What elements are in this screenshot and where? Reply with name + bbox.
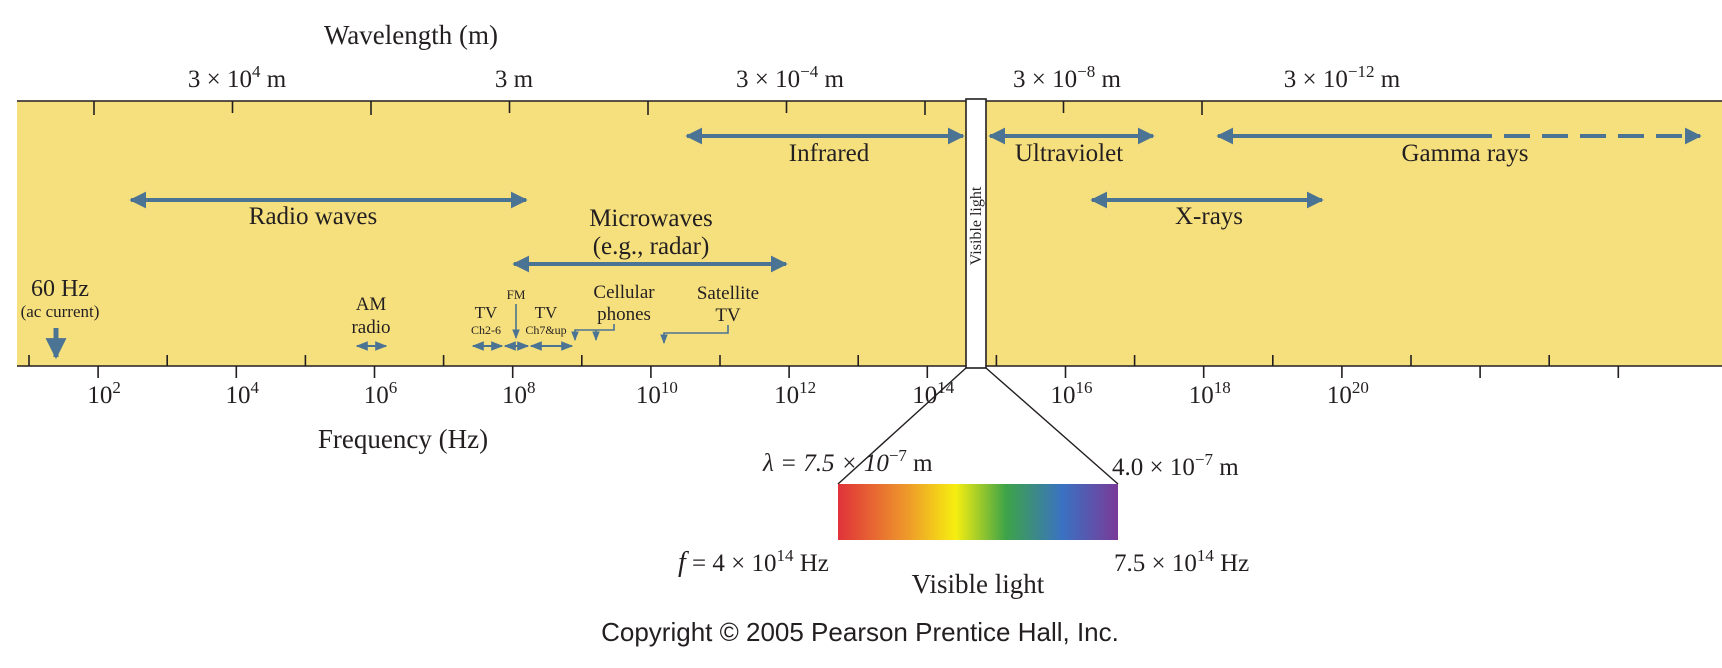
zoom-line-right: [985, 367, 1119, 485]
tv-low-channels: Ch2-6: [471, 323, 501, 337]
frequency-label: 1014: [912, 378, 955, 409]
freq-red-label: f = 4 × 1014 Hz: [678, 546, 829, 578]
frequency-label: 102: [87, 378, 121, 409]
zoom-line-left: [837, 367, 967, 485]
copyright: Copyright © 2005 Pearson Prentice Hall, …: [601, 617, 1119, 647]
frequency-labels: 102 104 106 108 1010 1012 1014 1016 1018 1020: [87, 378, 1369, 409]
xrays-label: X-rays: [1175, 203, 1243, 230]
wavelength-mark-5: 3 × 10−12 m: [1284, 62, 1401, 93]
spectrum-band: [17, 101, 1722, 366]
satellite-pointer: [660, 325, 729, 344]
cellular-pointer: [571, 324, 615, 341]
satellite-label: Satellite: [697, 283, 759, 304]
visible-caption: Visible light: [912, 569, 1045, 599]
am-sublabel: radio: [351, 317, 390, 338]
visible-spectrum-bar: [838, 484, 1118, 540]
visible-window: [965, 98, 987, 369]
satellite-sublabel: TV: [715, 305, 741, 326]
frequency-ticks: [28, 355, 1620, 378]
microwaves-sublabel: (e.g., radar): [593, 233, 710, 260]
frequency-title: Frequency (Hz): [318, 424, 488, 454]
wavelength-ticks: [93, 101, 1203, 115]
frequency-label: 106: [364, 378, 398, 409]
hz60-label: 60 Hz: [31, 276, 89, 302]
cellular-label: Cellular: [593, 282, 655, 303]
tv-high-channels: Ch7&up: [525, 323, 566, 337]
radio-label: Radio waves: [249, 203, 377, 230]
ac-current-label: (ac current): [21, 302, 100, 321]
cellular-sublabel: phones: [597, 304, 651, 325]
lambda-red-label: λ = 7.5 × 10−7 m: [762, 446, 933, 477]
wavelength-mark-2: 3 m: [495, 66, 534, 93]
frequency-label: 104: [226, 378, 260, 409]
frequency-label: 1012: [774, 378, 816, 409]
frequency-label: 1010: [636, 378, 678, 409]
ultraviolet-label: Ultraviolet: [1015, 140, 1123, 167]
tv-high-label: TV: [535, 303, 558, 322]
frequency-label: 1020: [1327, 378, 1369, 409]
gamma-label: Gamma rays: [1401, 140, 1528, 167]
visible-vertical-label: Visible light: [968, 186, 985, 265]
wavelength-title: Wavelength (m): [324, 20, 498, 50]
frequency-label: 108: [502, 378, 536, 409]
infrared-label: Infrared: [789, 140, 870, 167]
frequency-label: 1018: [1189, 378, 1231, 409]
frequency-label: 1016: [1051, 378, 1093, 409]
freq-violet-label: 7.5 × 1014 Hz: [1114, 546, 1249, 577]
wavelength-mark-1: 3 × 104 m: [188, 62, 287, 93]
am-label: AM: [356, 294, 387, 315]
microwaves-label: Microwaves: [589, 205, 713, 232]
fm-label: FM: [507, 287, 526, 302]
tv-low-label: TV: [475, 303, 498, 322]
wavelength-mark-4: 3 × 10−8 m: [1013, 62, 1121, 93]
lambda-violet-label: 4.0 × 10−7 m: [1112, 450, 1239, 481]
wavelength-mark-3: 3 × 10−4 m: [736, 62, 844, 93]
